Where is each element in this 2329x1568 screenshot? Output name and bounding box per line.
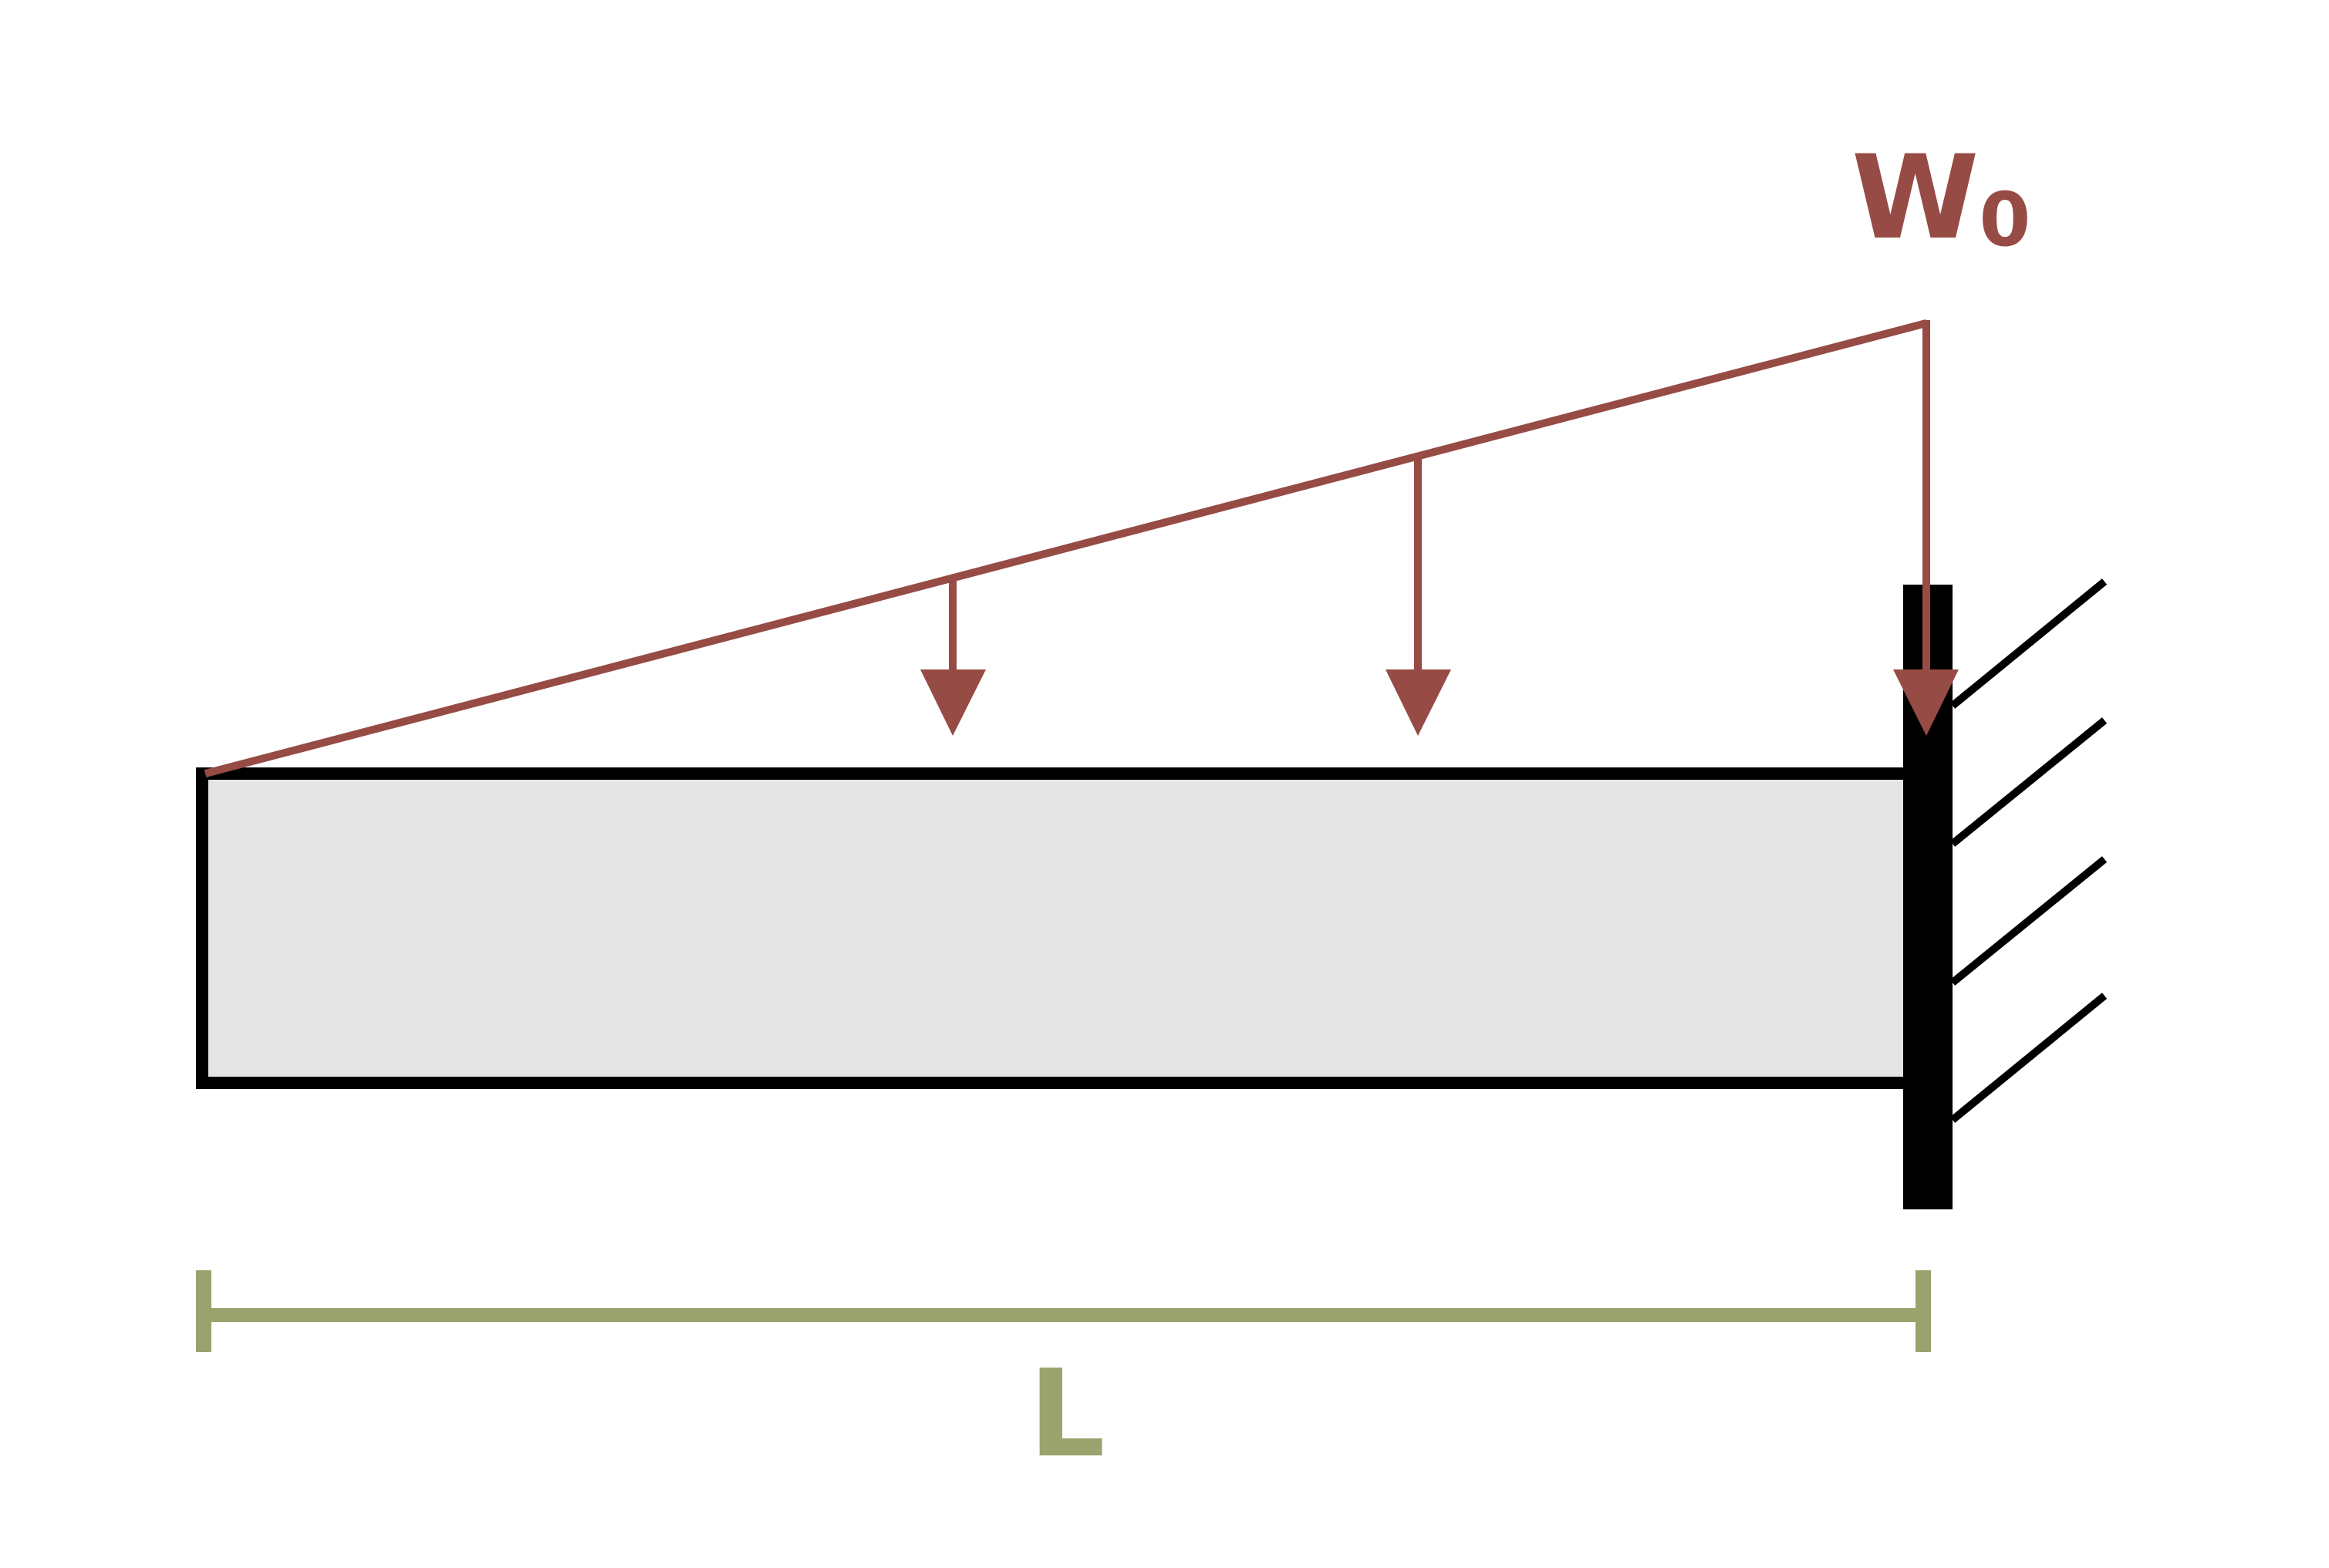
load-arrow xyxy=(920,578,986,736)
hatch-line xyxy=(1949,578,2108,709)
load-profile-line xyxy=(204,319,1928,777)
length-label: L xyxy=(1028,1344,1105,1484)
beam xyxy=(196,767,1917,1089)
hatch-line xyxy=(1949,717,2108,847)
hatch-line xyxy=(1949,993,2108,1123)
load-label-main: W xyxy=(1851,131,1979,265)
arrow-head xyxy=(920,669,986,736)
load-arrow xyxy=(1893,320,1959,736)
length-dimension xyxy=(196,1270,1931,1352)
hatch-line xyxy=(1949,856,2108,986)
arrow-head xyxy=(1893,669,1959,736)
load-label: W0 xyxy=(1851,131,2030,265)
support-hatching xyxy=(1949,578,2108,1123)
load-arrow xyxy=(1386,457,1451,736)
arrow-head xyxy=(1386,669,1451,736)
load-label-subscript: 0 xyxy=(1979,177,2030,263)
